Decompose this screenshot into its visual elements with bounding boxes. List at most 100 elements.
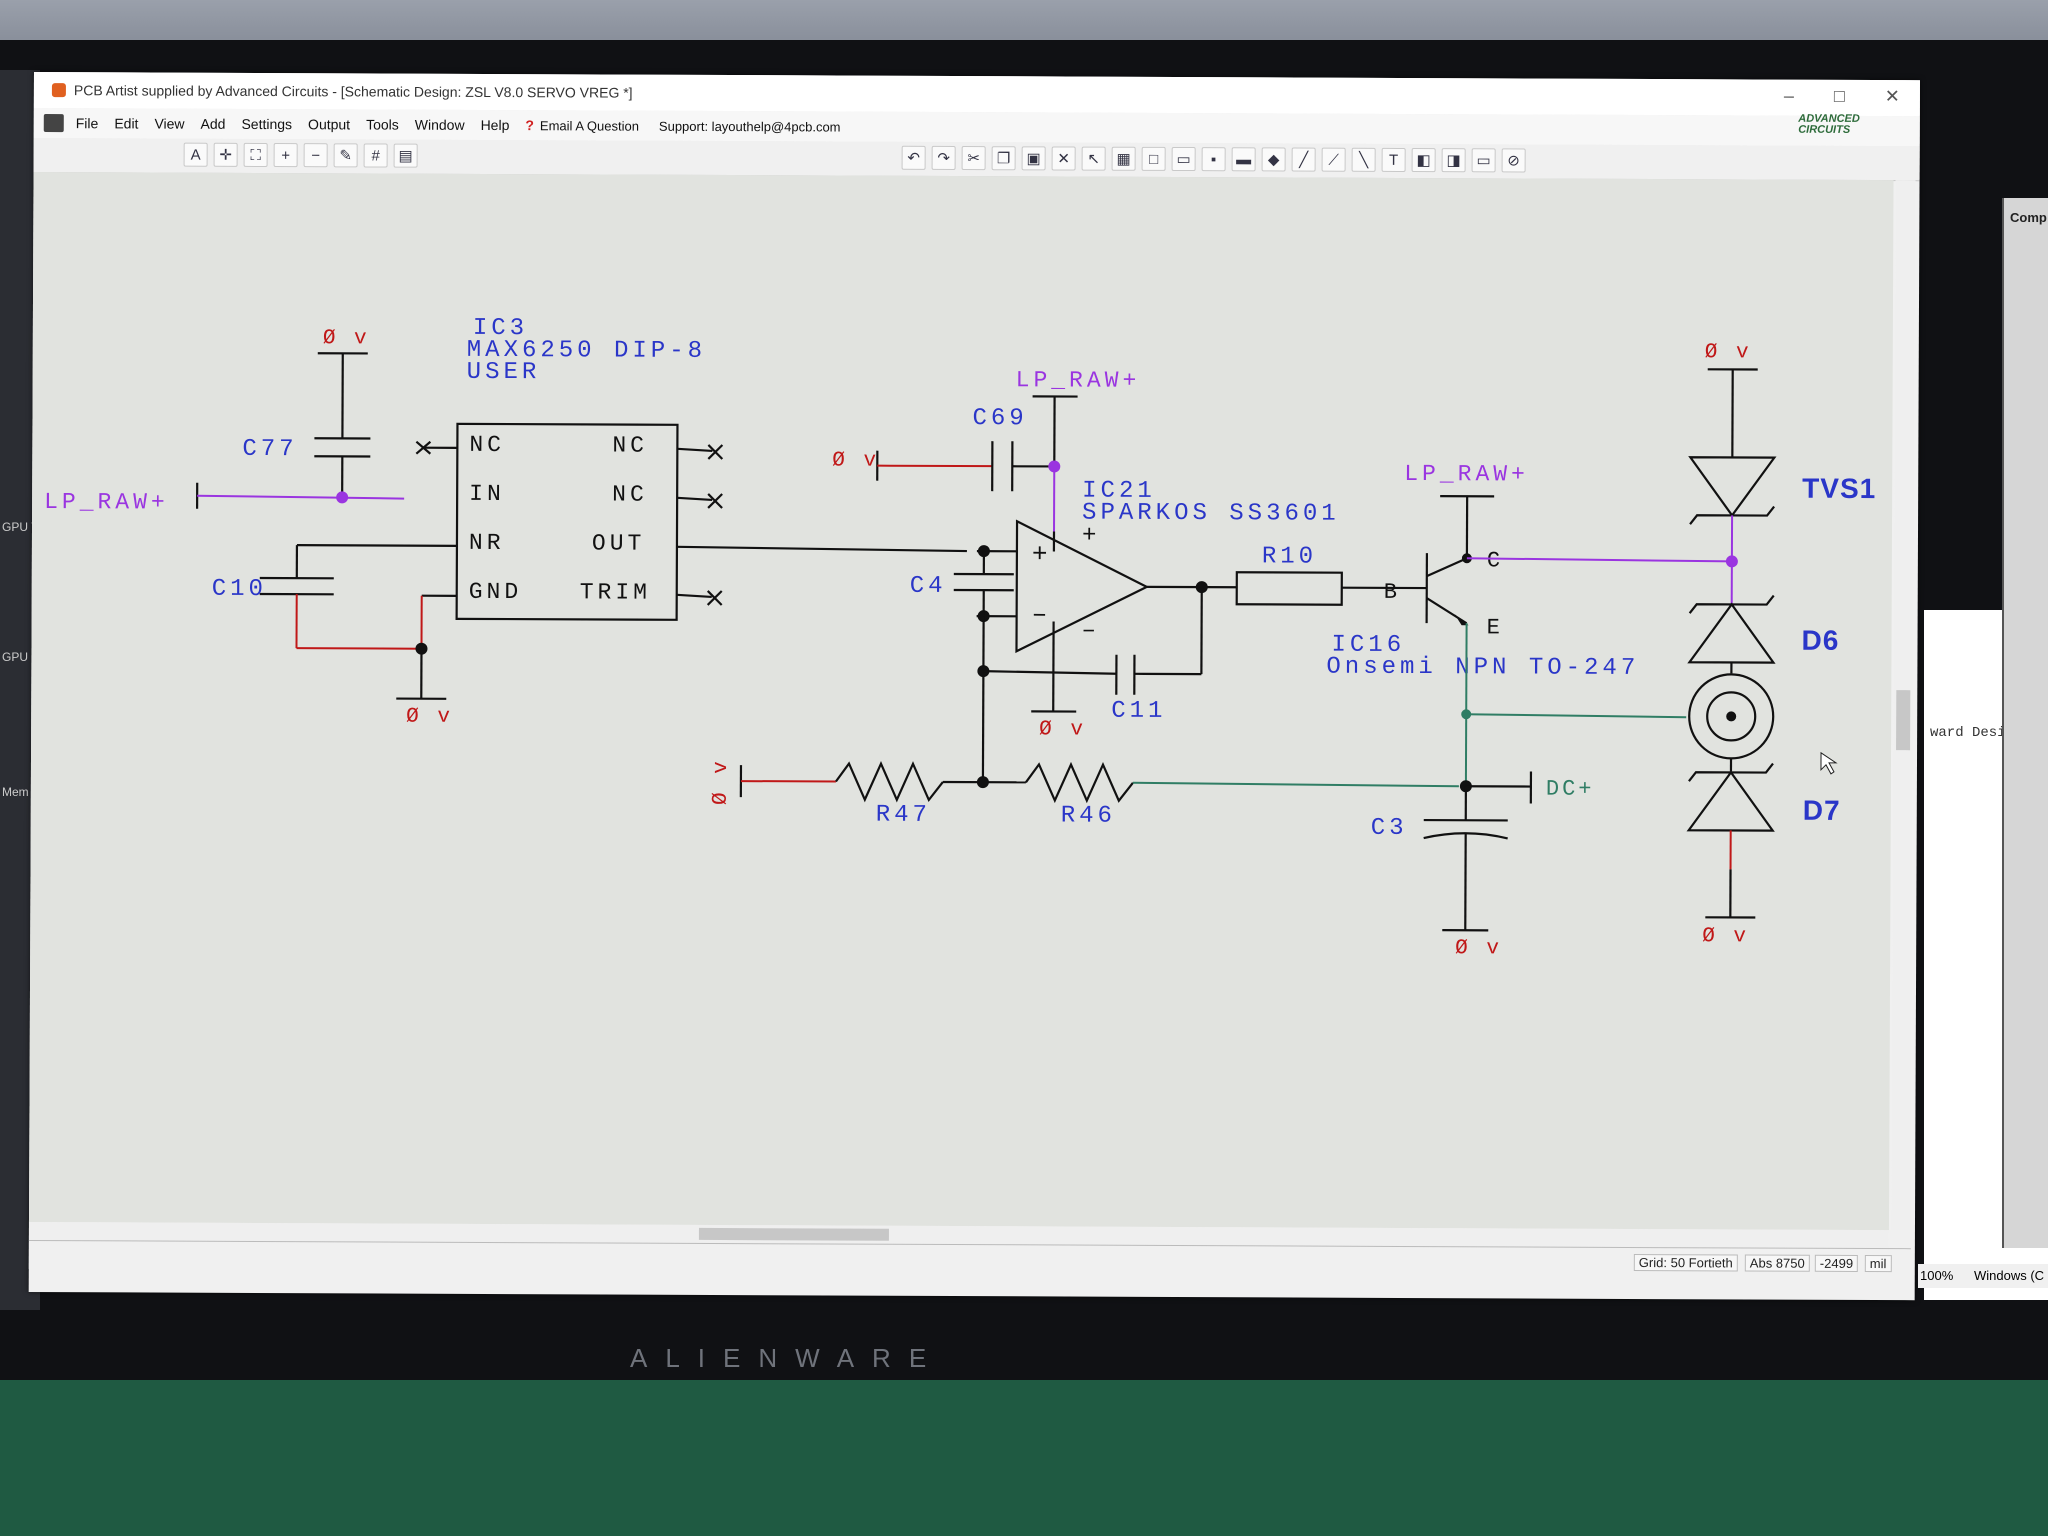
net-lp-raw-collector: LP_RAW+ [1404,461,1529,488]
menu-output[interactable]: Output [308,116,351,133]
net-0v-d7: Ø v [1702,925,1749,948]
r47-zigzag [835,760,944,803]
r46-zigzag [1025,761,1134,804]
wire-red [877,464,993,468]
pin-stub [677,447,713,453]
book-icon[interactable]: ◆ [1261,147,1286,172]
menu-view[interactable]: View [154,115,185,132]
mouse-cursor-icon [1820,751,1838,775]
component-icon[interactable]: ▦ [1111,146,1136,171]
paste-icon[interactable]: ▣ [1021,146,1046,171]
text-style-icon[interactable]: A [183,142,208,167]
menu-add[interactable]: Add [200,115,226,132]
select-icon[interactable]: ↖ [1081,146,1106,171]
redo-icon[interactable]: ↷ [931,145,956,171]
close-button[interactable]: ✕ [1884,86,1900,107]
status-y: -2499 [1814,1254,1859,1272]
opamp-supply-plus: + [1082,523,1097,550]
text-tool-icon[interactable]: T [1381,147,1406,172]
d7-triangle [1686,770,1775,832]
ic21-part: SPARKOS SS3601 [1082,500,1340,528]
layers-icon[interactable]: ▤ [393,143,418,168]
tvs1-label: TVS1 [1802,473,1876,504]
new-file-icon[interactable]: □ [1141,146,1166,171]
c10-label: C10 [212,576,267,603]
ic3-pin-gnd: GND [469,579,523,605]
email-question-link[interactable]: Email A Question [539,117,639,134]
folder-icon[interactable]: ▬ [1231,147,1256,172]
schematic-canvas[interactable]: .blk { stroke:#111; stroke-width:2.2; fi… [28,171,1894,1231]
no-connect-mark [706,590,723,606]
vertical-scroll-thumb[interactable] [1896,690,1911,751]
d6-triangle [1687,602,1776,664]
wire-icon[interactable]: ╱ [1291,147,1316,172]
opamp-triangle [1015,519,1150,654]
net-0v-c3: Ø v [1455,937,1502,960]
background-window-text: ward Desi [1930,725,2006,741]
pin-stub [677,496,713,502]
components-panel[interactable]: Comp [2002,198,2048,1248]
no-connect-mark [415,440,432,455]
wire-red [296,647,422,650]
port-icon[interactable]: ◨ [1441,148,1466,173]
undo-icon[interactable]: ↶ [901,145,926,170]
menu-settings[interactable]: Settings [241,115,293,133]
no-connect-mark [707,444,724,460]
transistor-collector-label: C [1487,548,1500,573]
ic16-ref: IC16 [1331,632,1405,659]
pin-stub [676,593,712,599]
junction [336,491,349,504]
vertical-scrollbar[interactable] [1890,180,1916,1231]
components-panel-label: Comp [2010,210,2047,225]
net-dc-plus: DC+ [1546,777,1595,802]
status-abs: Abs 8750 [1744,1254,1810,1272]
horizontal-scroll-thumb[interactable] [698,1227,889,1241]
net-wire-lp-raw [197,494,405,500]
palette-icon[interactable]: ✎ [333,143,358,168]
snap-icon[interactable]: ✛ [213,142,238,167]
right-status: 100% Windows (C [1918,1264,2048,1288]
save-icon[interactable]: ▪ [1201,147,1226,172]
bus-icon[interactable]: ╲ [1351,147,1376,172]
net-wire-collector [1466,557,1732,563]
advanced-circuits-logo: ADVANCED CIRCUITS [1798,113,1860,136]
menu-edit[interactable]: Edit [114,115,139,132]
ic3-pin-nc-2: NC [612,433,648,459]
open-file-icon[interactable]: ▭ [1171,146,1196,172]
rect-icon[interactable]: ▭ [1471,148,1496,173]
junction [1195,581,1208,594]
no-connect-icon[interactable]: ⊘ [1501,148,1526,173]
ic21-ref: IC21 [1082,478,1156,505]
c4-label: C4 [910,573,947,600]
cut-icon[interactable]: ✂ [961,146,986,171]
menu-tools[interactable]: Tools [366,116,399,133]
grid-icon[interactable]: # [363,143,388,168]
logo-line-2: CIRCUITS [1798,123,1851,136]
tvs1-bar [1689,505,1775,525]
pin-icon[interactable]: ◧ [1411,148,1436,173]
d6-label: D6 [1801,625,1839,656]
net-lp-raw-left: LP_RAW+ [44,489,169,516]
d7-label: D7 [1803,795,1841,826]
wire-feedback [983,670,1117,675]
delete-icon[interactable]: ✕ [1051,146,1076,171]
c3-label: C3 [1371,815,1408,842]
transistor-base-label: B [1384,580,1397,605]
menu-window[interactable]: Window [414,116,465,133]
line-icon[interactable]: ⟋ [1321,147,1346,172]
zoom-in-icon[interactable]: + [273,143,298,168]
ic3-pin-nc-3: NC [612,482,648,508]
net-0v-r47: Ø v [710,758,733,805]
copy-icon[interactable]: ❐ [991,146,1016,171]
maximize-button[interactable]: □ [1833,85,1845,106]
menu-help[interactable]: Help [480,116,510,134]
zoom-fit-icon[interactable]: ⛶ [243,142,268,168]
ic3-pin-in: IN [469,481,505,507]
minimize-button[interactable]: – [1783,85,1794,106]
zoom-out-icon[interactable]: − [303,143,328,168]
status-grid: Grid: 50 Fortieth [1633,1253,1738,1272]
net-lp-raw-c69: LP_RAW+ [1016,367,1141,394]
menu-file[interactable]: File [75,115,99,132]
r10-label: R10 [1262,543,1317,570]
document-icon[interactable] [43,114,64,133]
